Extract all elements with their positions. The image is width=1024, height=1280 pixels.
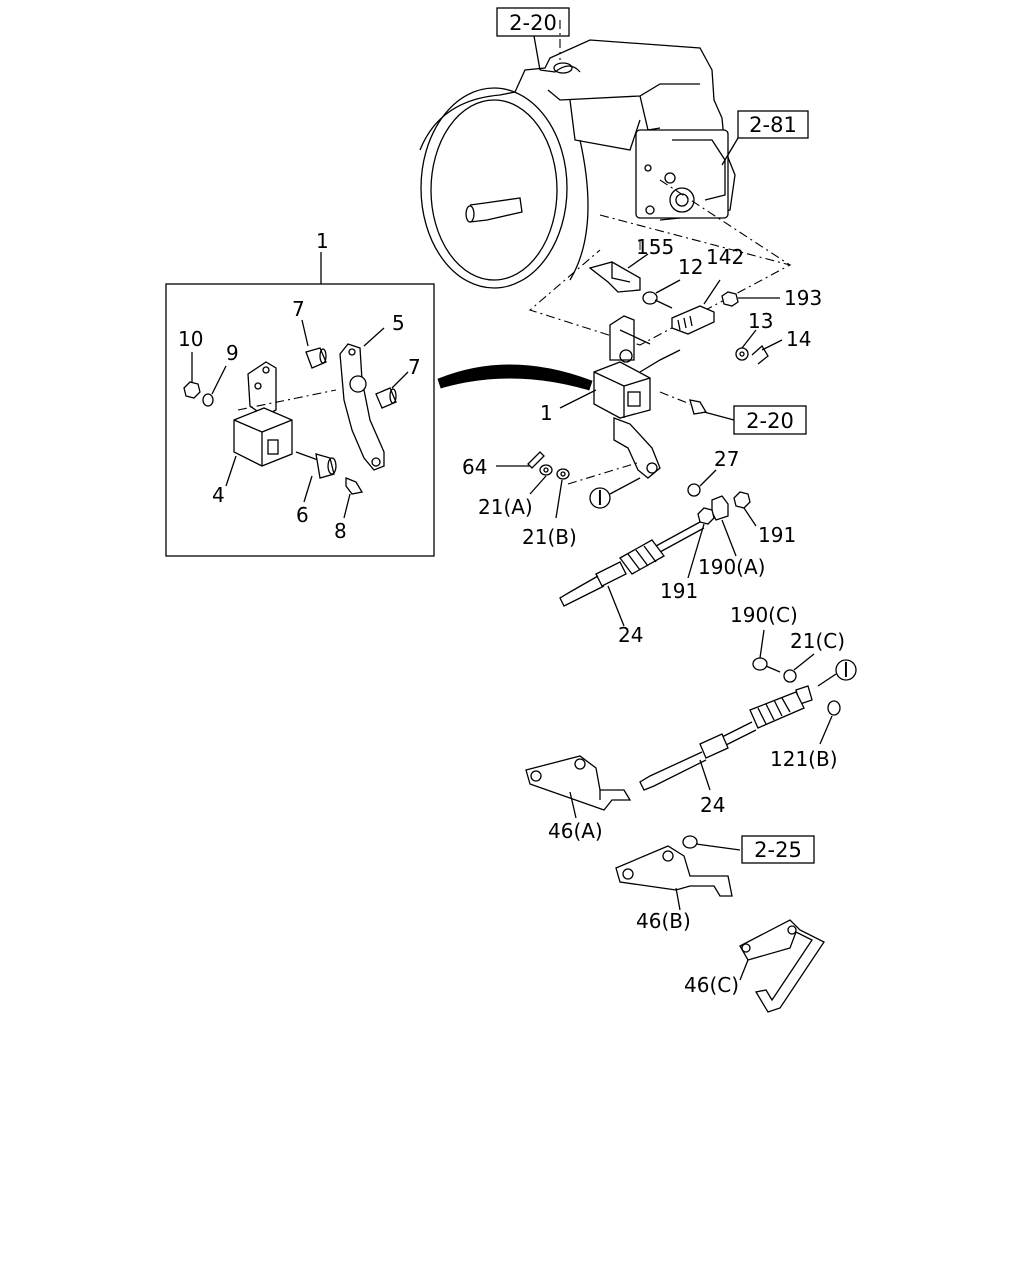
- label-190a: 190(A): [698, 555, 765, 579]
- label-191-left: 191: [660, 579, 698, 603]
- inset-frame: [165, 252, 435, 557]
- label-46b: 46(B): [636, 909, 691, 933]
- reference-box-2-20-mid[interactable]: 2-20: [733, 405, 807, 435]
- cotter-pin-64: [527, 451, 545, 469]
- label-14: 14: [786, 327, 811, 351]
- label-9: 9: [226, 341, 239, 365]
- nut-191-right: [733, 491, 751, 509]
- label-13: 13: [748, 309, 773, 333]
- label-155: 155: [636, 235, 674, 259]
- shift-bracket-assembly: [593, 315, 681, 479]
- svg-text:I: I: [597, 486, 603, 510]
- connector-marker-i-bottom: I: [835, 658, 857, 682]
- bracket-46b: [615, 845, 733, 897]
- label-4: 4: [212, 483, 225, 507]
- svg-text:2-81: 2-81: [749, 113, 797, 137]
- label-7-right: 7: [408, 355, 421, 379]
- label-21b: 21(B): [522, 525, 577, 549]
- bracket-46a: [525, 755, 632, 811]
- label-1-main: 1: [540, 401, 553, 425]
- nut-191-left: [697, 507, 715, 525]
- svg-text:2-20: 2-20: [746, 409, 794, 433]
- bolt-2-25: [682, 835, 741, 851]
- inset-bushing-7-right: [375, 387, 397, 409]
- label-24-lower: 24: [700, 793, 725, 817]
- label-8: 8: [334, 519, 347, 543]
- bolt-190c: [752, 657, 781, 673]
- inset-lever-5: [339, 343, 385, 471]
- callout-arrow: [437, 364, 593, 391]
- label-1-inset: 1: [316, 229, 329, 253]
- block-190a: [711, 495, 729, 521]
- inset-nut-10: [183, 381, 201, 399]
- svg-text:2-25: 2-25: [754, 838, 802, 862]
- label-21c: 21(C): [790, 629, 845, 653]
- label-27: 27: [714, 447, 739, 471]
- part-labels: 1 10 9 7 5 7 4 6 8 155 142 12 193 13 14 …: [178, 229, 845, 997]
- washer-21b: [556, 468, 570, 480]
- svg-text:I: I: [843, 658, 849, 682]
- bolt-to-2-20: [659, 391, 708, 415]
- inset-bushing-7-left: [305, 347, 327, 369]
- nut-193: [721, 291, 739, 307]
- label-5: 5: [392, 311, 405, 335]
- label-21a: 21(A): [478, 495, 533, 519]
- svg-text:2-20: 2-20: [509, 11, 557, 35]
- label-121b: 121(B): [770, 747, 838, 771]
- control-cable-24-upper: [559, 521, 705, 607]
- reference-box-2-81[interactable]: 2-81: [737, 110, 809, 139]
- label-6: 6: [296, 503, 309, 527]
- block-142: [671, 305, 715, 335]
- inset-shaft-6: [295, 451, 337, 479]
- reference-box-2-20-top[interactable]: 2-20: [496, 7, 570, 37]
- inset-bracket-4: [233, 361, 293, 467]
- label-193: 193: [784, 286, 822, 310]
- cotter-pin-14: [751, 344, 769, 365]
- connector-marker-i-top: I: [589, 486, 611, 510]
- washer-13: [735, 347, 749, 361]
- label-10: 10: [178, 327, 203, 351]
- clip-155: [588, 261, 641, 293]
- inset-bolt-8: [345, 477, 364, 495]
- bolt-12: [642, 291, 673, 309]
- inset-washer-9: [202, 393, 214, 407]
- reference-box-2-25[interactable]: 2-25: [741, 835, 815, 864]
- label-190c: 190(C): [730, 603, 798, 627]
- nut-27: [687, 483, 701, 497]
- label-142: 142: [706, 245, 744, 269]
- label-24-upper: 24: [618, 623, 643, 647]
- label-46a: 46(A): [548, 819, 603, 843]
- nut-121b: [827, 700, 841, 716]
- label-191-right: 191: [758, 523, 796, 547]
- label-46c: 46(C): [684, 973, 739, 997]
- label-7-left: 7: [292, 297, 305, 321]
- transmission-housing: [419, 39, 736, 289]
- label-64: 64: [462, 455, 487, 479]
- washer-21a: [539, 464, 553, 476]
- control-cable-24-lower: [639, 685, 813, 791]
- label-12: 12: [678, 255, 703, 279]
- bracket-46c: [739, 919, 825, 1013]
- washer-21c: [783, 669, 797, 683]
